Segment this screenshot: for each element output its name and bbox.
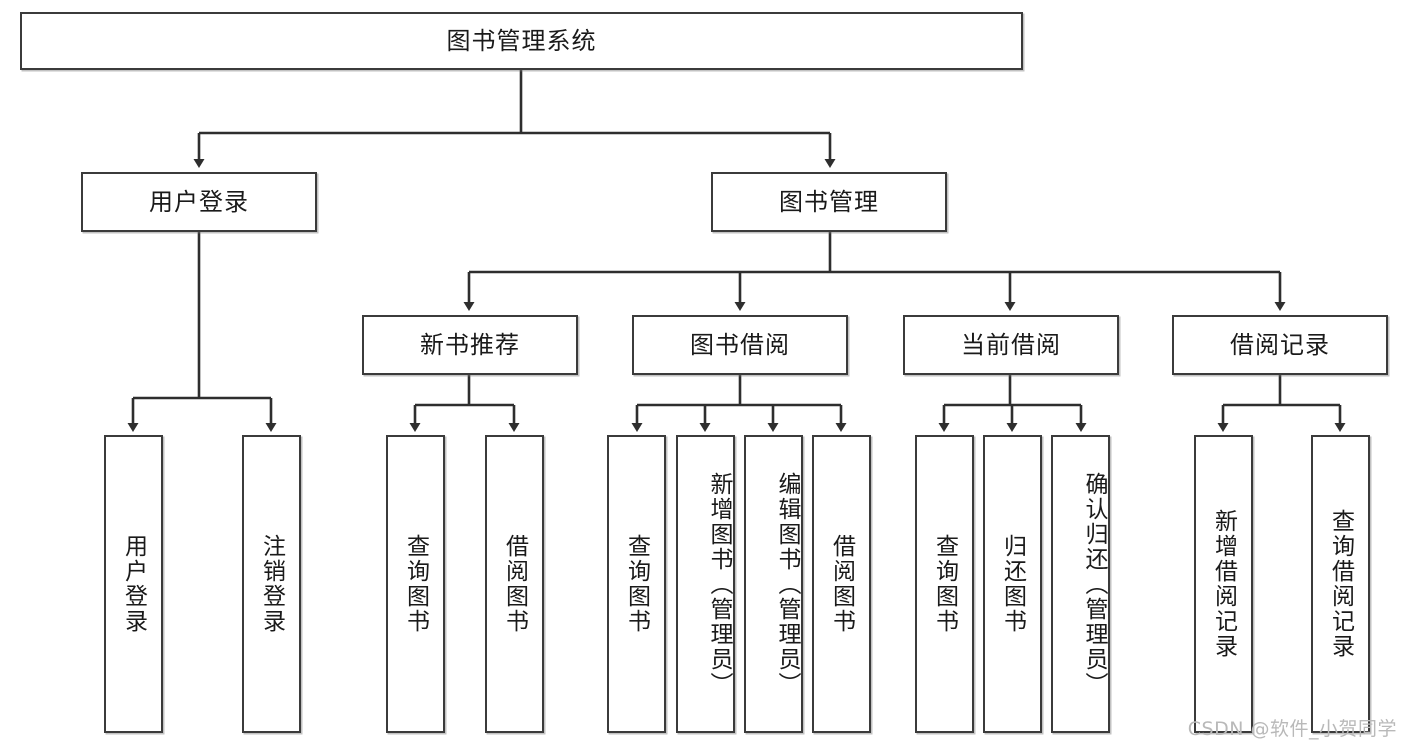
node-root-label: 图书管理系统 — [446, 26, 597, 55]
node-root[interactable]: 图书管理系统 — [20, 12, 1023, 70]
node-leaf-query-book-2-label: 查询图书 — [623, 534, 650, 634]
node-new-book-recommend[interactable]: 新书推荐 — [362, 315, 578, 375]
node-new-book-recommend-label: 新书推荐 — [420, 330, 520, 359]
node-leaf-query-book-3[interactable]: 查询图书 — [915, 435, 974, 733]
node-leaf-return-book[interactable]: 归还图书 — [983, 435, 1042, 733]
node-leaf-borrow-book-2[interactable]: 借阅图书 — [812, 435, 871, 733]
node-leaf-add-record-label: 新增借阅记录 — [1210, 509, 1237, 659]
node-leaf-add-book[interactable]: 新增图书（管理员） — [676, 435, 735, 733]
node-current-borrow[interactable]: 当前借阅 — [903, 315, 1119, 375]
node-leaf-add-record[interactable]: 新增借阅记录 — [1194, 435, 1253, 733]
node-leaf-edit-book-label: 编辑图书（管理员） — [774, 471, 800, 697]
node-user-login-label: 用户登录 — [149, 187, 249, 216]
node-leaf-add-book-label: 新增图书（管理员） — [706, 471, 732, 697]
node-book-borrow-label: 图书借阅 — [690, 330, 790, 359]
node-book-borrow[interactable]: 图书借阅 — [632, 315, 848, 375]
node-borrow-record-label: 借阅记录 — [1230, 330, 1330, 359]
node-leaf-logout-login-label: 注销登录 — [258, 534, 285, 634]
node-book-manage[interactable]: 图书管理 — [711, 172, 947, 232]
node-leaf-borrow-book-2-label: 借阅图书 — [828, 534, 855, 634]
node-leaf-user-login-label: 用户登录 — [120, 534, 147, 634]
node-leaf-logout-login[interactable]: 注销登录 — [242, 435, 301, 733]
node-leaf-edit-book[interactable]: 编辑图书（管理员） — [744, 435, 803, 733]
node-leaf-borrow-book-1-label: 借阅图书 — [501, 534, 528, 634]
node-user-login[interactable]: 用户登录 — [81, 172, 317, 232]
node-borrow-record[interactable]: 借阅记录 — [1172, 315, 1388, 375]
node-leaf-query-record-label: 查询借阅记录 — [1327, 509, 1354, 659]
node-leaf-borrow-book-1[interactable]: 借阅图书 — [485, 435, 544, 733]
node-leaf-user-login[interactable]: 用户登录 — [104, 435, 163, 733]
node-leaf-confirm-return[interactable]: 确认归还（管理员） — [1051, 435, 1110, 733]
node-current-borrow-label: 当前借阅 — [961, 330, 1061, 359]
node-leaf-return-book-label: 归还图书 — [999, 534, 1026, 634]
node-leaf-query-book-3-label: 查询图书 — [931, 534, 958, 634]
node-leaf-query-book-1[interactable]: 查询图书 — [386, 435, 445, 733]
node-leaf-confirm-return-label: 确认归还（管理员） — [1081, 471, 1107, 697]
node-leaf-query-record[interactable]: 查询借阅记录 — [1311, 435, 1370, 733]
node-leaf-query-book-1-label: 查询图书 — [402, 534, 429, 634]
watermark-text: CSDN @软件_小贺同学 — [1187, 718, 1397, 740]
node-leaf-query-book-2[interactable]: 查询图书 — [607, 435, 666, 733]
node-book-manage-label: 图书管理 — [779, 187, 879, 216]
